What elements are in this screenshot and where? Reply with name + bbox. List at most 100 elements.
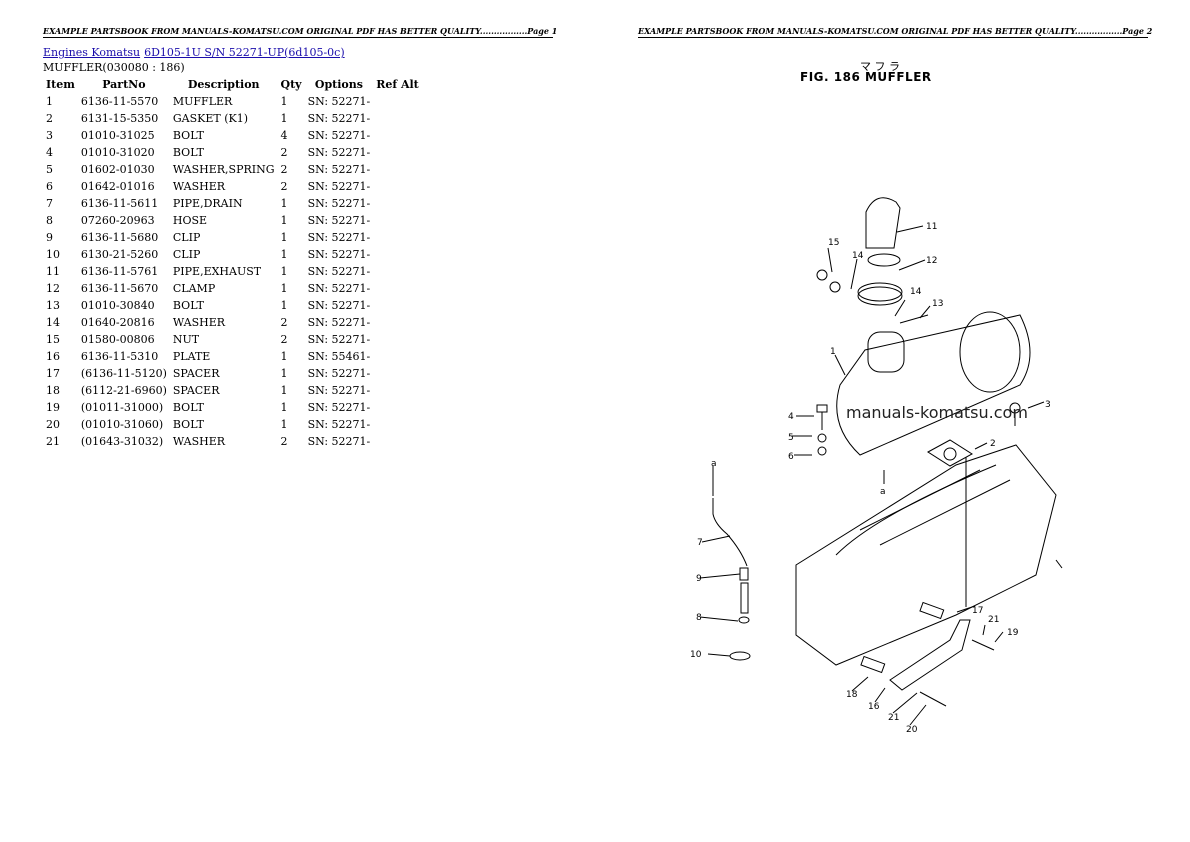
qty-cell: 1: [280, 401, 288, 414]
options-cell: SN: 52271-: [307, 112, 371, 125]
partno-cell: 01640-20816: [80, 316, 155, 329]
qty-cell: 2: [280, 333, 288, 346]
description-cell: CLAMP: [172, 282, 216, 295]
muffler-body-part: [836, 314, 1031, 456]
description-cell: WASHER,SPRING: [172, 163, 275, 176]
item-cell: 16: [46, 350, 60, 363]
description-cell: NUT: [172, 333, 200, 346]
qty-cell: 1: [280, 197, 288, 210]
options-cell: SN: 52271-: [307, 163, 371, 176]
item-cell: 5: [46, 163, 53, 176]
page-header: EXAMPLE PARTSBOOK FROM MANUALS-KOMATSU.C…: [638, 26, 1153, 38]
qty-cell: 1: [280, 248, 288, 261]
partno-cell: 01642-01016: [80, 180, 155, 193]
options-cell: SN: 52271-: [307, 384, 371, 397]
options-cell: SN: 52271-: [307, 95, 371, 108]
options-cell: SN: 52271-: [307, 418, 371, 431]
col-item: Item: [46, 78, 75, 91]
options-cell: SN: 52271-: [307, 146, 371, 159]
partno-cell: 6136-11-5761: [80, 265, 159, 278]
callout-label: 11: [926, 222, 937, 232]
description-cell: GASKET (K1): [172, 112, 249, 125]
qty-cell: 1: [280, 265, 288, 278]
description-cell: BOLT: [172, 299, 204, 312]
options-cell: SN: 52271-: [307, 197, 371, 210]
description-cell: BOLT: [172, 146, 204, 159]
partno-cell: 01010-31025: [80, 129, 155, 142]
partno-cell: 6136-11-5670: [80, 282, 159, 295]
item-cell: 1: [46, 95, 53, 108]
figure-title: FIG. 186 MUFFLER: [800, 70, 932, 84]
options-cell: SN: 52271-: [307, 367, 371, 380]
item-cell: 9: [46, 231, 53, 244]
item-cell: 14: [46, 316, 60, 329]
breadcrumb-link-model[interactable]: 6D105-1U S/N 52271-UP(6d105-0c): [144, 46, 345, 59]
qty-cell: 1: [280, 350, 288, 363]
description-cell: HOSE: [172, 214, 208, 227]
qty-cell: 1: [280, 299, 288, 312]
partno-cell: 01010-31020: [80, 146, 155, 159]
description-cell: PIPE,EXHAUST: [172, 265, 262, 278]
description-cell: WASHER: [172, 316, 226, 329]
partno-cell: 07260-20963: [80, 214, 155, 227]
callout-label: 17: [972, 606, 983, 616]
callout-label: 7: [697, 538, 703, 548]
item-cell: 2: [46, 112, 53, 125]
partno-cell: 6131-15-5350: [80, 112, 159, 125]
callout-label: 12: [926, 256, 937, 266]
partno-cell: 01010-30840: [80, 299, 155, 312]
qty-cell: 4: [280, 129, 288, 142]
callout-label: 21: [988, 615, 999, 625]
partno-cell: 6136-11-5570: [80, 95, 159, 108]
qty-cell: 1: [280, 112, 288, 125]
item-cell: 20: [46, 418, 60, 431]
description-cell: CLIP: [172, 248, 201, 261]
qty-cell: 1: [280, 95, 288, 108]
options-cell: SN: 52271-: [307, 401, 371, 414]
page-header: EXAMPLE PARTSBOOK FROM MANUALS-KOMATSU.C…: [43, 26, 558, 38]
callout-label: 3: [1045, 400, 1051, 410]
description-cell: SPACER: [172, 367, 220, 380]
callout-label: 9: [696, 574, 702, 584]
item-cell: 17: [46, 367, 60, 380]
description-cell: SPACER: [172, 384, 220, 397]
breadcrumb-link-engines[interactable]: Engines Komatsu: [43, 46, 141, 59]
callout-label: 13: [932, 299, 943, 309]
callout-label: 15: [828, 238, 839, 248]
item-cell: 11: [46, 265, 60, 278]
item-cell: 13: [46, 299, 60, 312]
callout-label: 1: [830, 347, 836, 357]
page-2: EXAMPLE PARTSBOOK FROM MANUALS-KOMATSU.C…: [595, 0, 1190, 842]
options-cell: SN: 52271-: [307, 214, 371, 227]
qty-cell: 1: [280, 282, 288, 295]
qty-cell: 1: [280, 214, 288, 227]
callout-label: 18: [846, 690, 858, 700]
callout-label: 21: [888, 713, 899, 723]
item-cell: 10: [46, 248, 60, 261]
drain-pipe-part: [712, 498, 748, 567]
options-cell: SN: 52271-: [307, 129, 371, 142]
callout-label: 14: [910, 287, 922, 297]
callout-label: 10: [690, 650, 702, 660]
parts-table: Item PartNo Description Qty Options Ref …: [43, 76, 422, 450]
partno-cell: (01010-31060): [80, 418, 164, 431]
options-cell: SN: 52271-: [307, 265, 371, 278]
col-description: Description: [187, 78, 260, 91]
partno-cell: (6112-21-6960): [80, 384, 167, 397]
callout-label: 4: [788, 412, 794, 422]
col-options: Options: [314, 78, 363, 91]
partno-cell: 6130-21-5260: [80, 248, 159, 261]
